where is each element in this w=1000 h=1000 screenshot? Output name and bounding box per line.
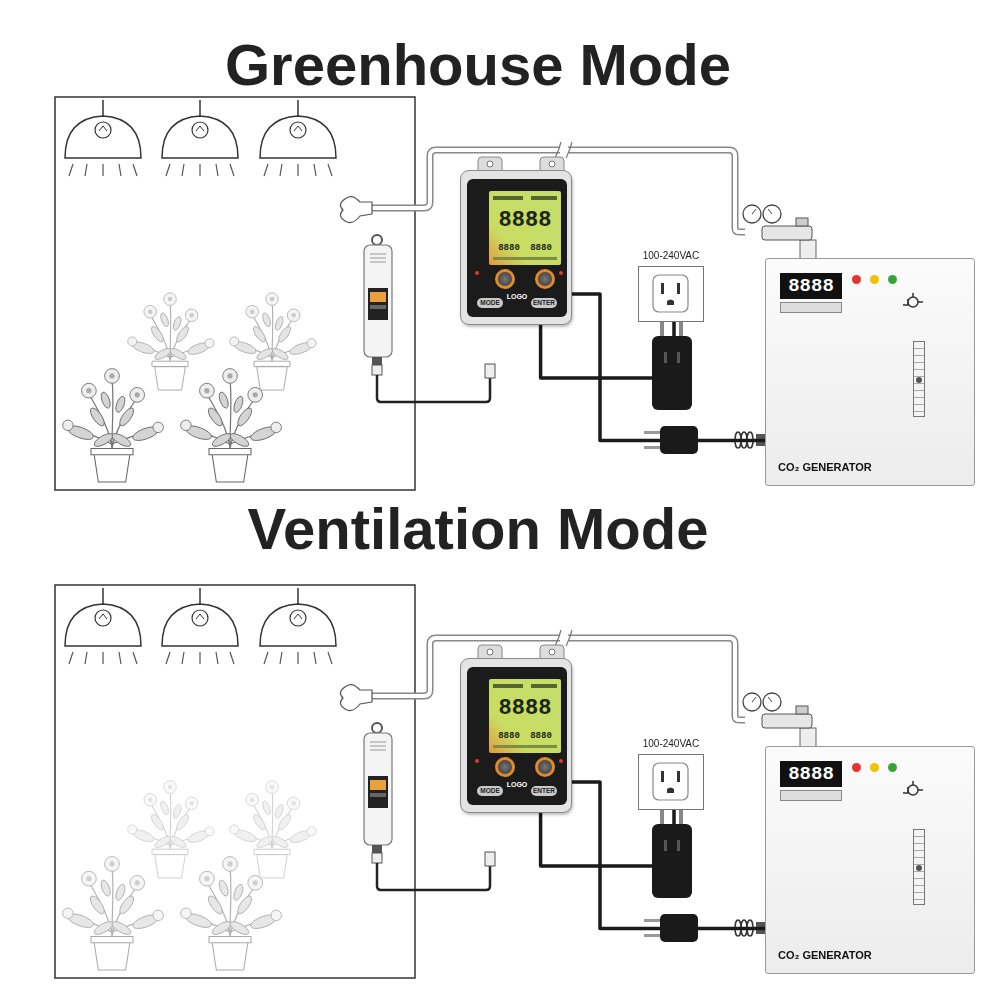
control-knob — [495, 269, 515, 289]
outlet-face-part — [677, 283, 680, 294]
plugs-top — [644, 322, 698, 454]
faded-plants — [63, 781, 316, 970]
lcd-small-reading: 8880 — [493, 243, 525, 253]
outlet-face — [639, 755, 702, 808]
plugs-bottom — [644, 810, 698, 942]
status-light — [852, 763, 861, 772]
valve-icon — [902, 291, 924, 313]
flow-ball — [916, 377, 922, 383]
brand-logo: LOGO — [505, 293, 529, 301]
flow-ball — [916, 865, 922, 871]
generator-display: 8888 — [780, 761, 842, 787]
outlet-face-part — [661, 283, 664, 294]
status-light — [888, 763, 897, 772]
outlet-plate — [638, 754, 704, 810]
lcd-segment — [531, 196, 557, 200]
device-name: CO₂ GENERATOR — [778, 949, 872, 962]
indicator-dot — [475, 759, 479, 763]
brand-logo: LOGO — [505, 781, 529, 789]
faded-plants-part — [63, 781, 316, 970]
button-label: MODE — [477, 298, 503, 308]
control-knob — [495, 757, 515, 777]
lcd-segment — [493, 196, 523, 200]
button-label: ENTER — [531, 298, 557, 308]
control-knob — [535, 757, 555, 777]
outlet-face-part — [677, 771, 680, 782]
outlet-face-part — [667, 788, 674, 794]
wall-outlet: 100-240VAC — [634, 738, 714, 810]
status-light — [870, 275, 879, 284]
valve-icon — [902, 779, 924, 801]
secondary-display — [780, 302, 842, 313]
panel-heading: Ventilation Mode — [0, 500, 956, 558]
device-name: CO₂ GENERATOR — [778, 461, 872, 474]
panel-heading: Greenhouse Mode — [0, 36, 956, 94]
button-label: MODE — [477, 786, 503, 796]
valve-symbol-part — [903, 293, 923, 305]
status-light — [870, 763, 879, 772]
lcd-segment — [531, 684, 557, 688]
ventilation-panel — [55, 585, 816, 978]
outlet-face-part — [653, 763, 688, 800]
co2-generator: 8888CO₂ GENERATOR — [765, 258, 975, 486]
outlet-plate — [638, 266, 704, 322]
plants — [63, 293, 316, 482]
valve-symbol — [902, 779, 924, 801]
greenhouse-panel — [55, 97, 816, 490]
outlet-face-part — [661, 771, 664, 782]
lcd-reading: 8888 — [489, 696, 561, 721]
status-light — [888, 275, 897, 284]
valve-symbol-part — [903, 781, 923, 793]
outlet-face-part — [653, 275, 688, 312]
lcd-segment — [493, 745, 557, 748]
co2-controller: 8888 88808880LOGOMODE ENTER — [460, 658, 572, 813]
button-label: ENTER — [531, 786, 557, 796]
wall-outlet: 100-240VAC — [634, 250, 714, 322]
indicator-dot — [559, 271, 563, 275]
lcd-small-reading: 8880 — [493, 731, 525, 741]
indicator-dot — [559, 759, 563, 763]
lcd-segment — [493, 257, 557, 260]
valve-symbol-part — [908, 785, 918, 795]
voltage-label: 100-240VAC — [634, 738, 708, 750]
outlet-face-part — [667, 300, 674, 306]
secondary-display — [780, 790, 842, 801]
outlet-face — [639, 267, 702, 320]
lcd-small-reading: 8880 — [525, 243, 557, 253]
generator-display: 8888 — [780, 273, 842, 299]
valve-symbol — [902, 291, 924, 313]
co2-controller: 8888 88808880LOGOMODE ENTER — [460, 170, 572, 325]
status-light — [852, 275, 861, 284]
voltage-label: 100-240VAC — [634, 250, 708, 262]
lcd-segment — [493, 684, 523, 688]
co2-generator: 8888CO₂ GENERATOR — [765, 746, 975, 974]
valve-symbol-part — [908, 297, 918, 307]
indicator-dot — [475, 271, 479, 275]
lcd-small-reading: 8880 — [525, 731, 557, 741]
lcd-reading: 8888 — [489, 208, 561, 233]
control-knob — [535, 269, 555, 289]
